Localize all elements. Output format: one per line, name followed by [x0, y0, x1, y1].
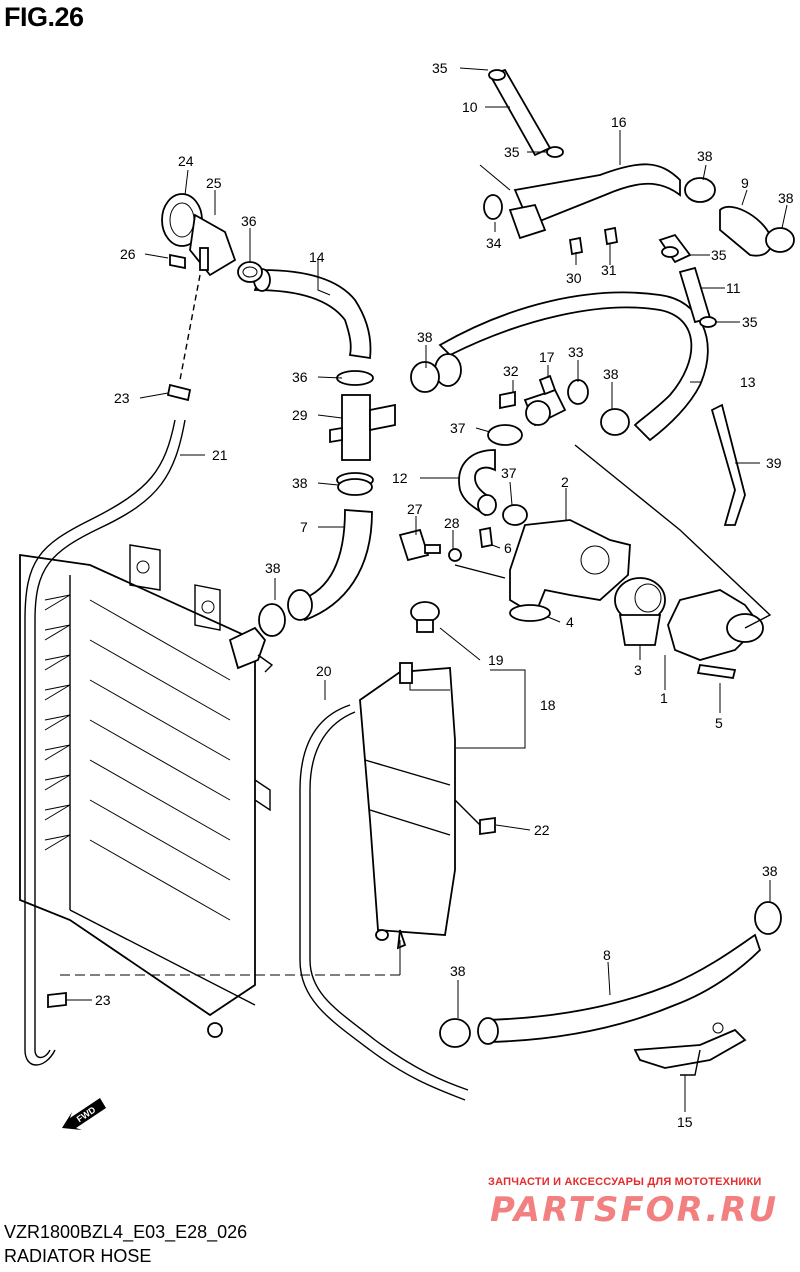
callout-23: 23 — [95, 992, 111, 1008]
hose-12-end — [477, 494, 497, 516]
callout-9: 9 — [741, 175, 749, 191]
callout-37: 37 — [450, 420, 466, 436]
callout-10: 10 — [462, 99, 478, 115]
callout-4: 4 — [566, 614, 574, 630]
clamp-38-left — [258, 603, 286, 637]
bracket-15 — [633, 1028, 747, 1069]
fitting-17 — [499, 374, 589, 427]
callout-28: 28 — [444, 515, 460, 531]
hose-8 — [483, 933, 762, 1043]
overflow-hose-20 — [299, 704, 466, 1101]
callout-7: 7 — [300, 519, 308, 535]
callout-38: 38 — [697, 148, 713, 164]
water-outlet-2 — [398, 519, 631, 622]
hose-7 — [298, 509, 373, 622]
diagram-name: RADIATOR HOSE — [4, 1246, 152, 1266]
clamp-38-far-right — [754, 901, 782, 935]
hose-8-end — [477, 1017, 499, 1045]
callout-5: 5 — [715, 715, 723, 731]
hose-14 — [253, 269, 372, 360]
watermark-tagline: ЗАПЧАСТИ И АКСЕССУАРЫ ДЛЯ МОТОТЕХНИКИ — [488, 1176, 762, 1188]
callout-26: 26 — [120, 246, 136, 262]
callout-38: 38 — [603, 366, 619, 382]
callout-6: 6 — [504, 540, 512, 556]
callout-38: 38 — [762, 863, 778, 879]
clamp-38-centre — [337, 478, 373, 496]
callout-30: 30 — [566, 270, 582, 286]
reservoir-cap-19 — [410, 601, 440, 623]
callout-35: 35 — [504, 144, 520, 160]
callout-35: 35 — [742, 314, 758, 330]
callout-36: 36 — [292, 369, 308, 385]
fitting-29 — [329, 370, 396, 488]
reservoir-tank-18 — [359, 601, 496, 950]
callout-35: 35 — [711, 247, 727, 263]
callout-11: 11 — [726, 280, 741, 296]
callout-24: 24 — [178, 153, 194, 169]
clip-39 — [710, 403, 746, 526]
overflow-hose-21 — [24, 419, 186, 1066]
figure-title: FIG.26 — [4, 2, 84, 32]
callout-23: 23 — [114, 390, 130, 406]
callout-29: 29 — [292, 407, 308, 423]
callout-38: 38 — [450, 963, 466, 979]
callout-38: 38 — [778, 190, 794, 206]
callout-36: 36 — [241, 213, 257, 229]
callout-33: 33 — [568, 344, 584, 360]
hose-16-assembly — [479, 68, 795, 328]
callout-38: 38 — [265, 560, 281, 576]
clamp-38-mid — [410, 361, 440, 393]
callout-34: 34 — [486, 235, 502, 251]
radiator — [19, 544, 274, 1038]
callout-13: 13 — [740, 374, 756, 390]
clamp-37-upper — [487, 424, 523, 446]
hose-7-end — [287, 589, 313, 621]
forward-arrow-icon: FWD — [62, 1098, 106, 1130]
callout-38: 38 — [417, 329, 433, 345]
callout-35: 35 — [432, 60, 448, 76]
callout-21: 21 — [212, 447, 228, 463]
callout-18: 18 — [540, 697, 556, 713]
callout-1: 1 — [660, 690, 668, 706]
callout-32: 32 — [503, 363, 519, 379]
clamp-38-right — [600, 408, 630, 436]
callout-27: 27 — [407, 501, 423, 517]
callout-12: 12 — [392, 470, 408, 486]
callout-8: 8 — [603, 947, 611, 963]
clamp-37-lower — [502, 504, 528, 526]
clamp-23-lower — [47, 991, 67, 1009]
callout-25: 25 — [206, 175, 222, 191]
callout-38: 38 — [292, 475, 308, 491]
radiator-cap-assembly — [161, 193, 237, 402]
clamp-36-upper — [237, 261, 263, 283]
callout-39: 39 — [766, 455, 782, 471]
callout-16: 16 — [611, 114, 627, 130]
callout-37: 37 — [501, 465, 517, 481]
callout-3: 3 — [634, 662, 642, 678]
callout-31: 31 — [601, 262, 617, 278]
callout-19: 19 — [488, 652, 504, 668]
leader-lines — [66, 67, 788, 1112]
thermostat-3 — [614, 577, 666, 646]
callout-15: 15 — [677, 1114, 693, 1130]
callout-20: 20 — [316, 663, 332, 679]
callout-2: 2 — [561, 474, 569, 490]
callout-22: 22 — [534, 822, 550, 838]
callout-numbers: 35 10 35 16 38 9 38 34 30 31 35 11 35 24… — [95, 60, 794, 1130]
callout-17: 17 — [539, 349, 555, 365]
clamp-38-bottom — [439, 1018, 471, 1048]
o-ring-4 — [509, 604, 551, 622]
thermostat-cover-1 — [574, 444, 772, 680]
diagram-code: VZR1800BZL4_E03_E28_026 — [4, 1222, 248, 1242]
hose-13 — [438, 291, 709, 442]
watermark-logo: PARTSFOR.RU — [490, 1190, 779, 1230]
callout-14: 14 — [309, 249, 325, 265]
